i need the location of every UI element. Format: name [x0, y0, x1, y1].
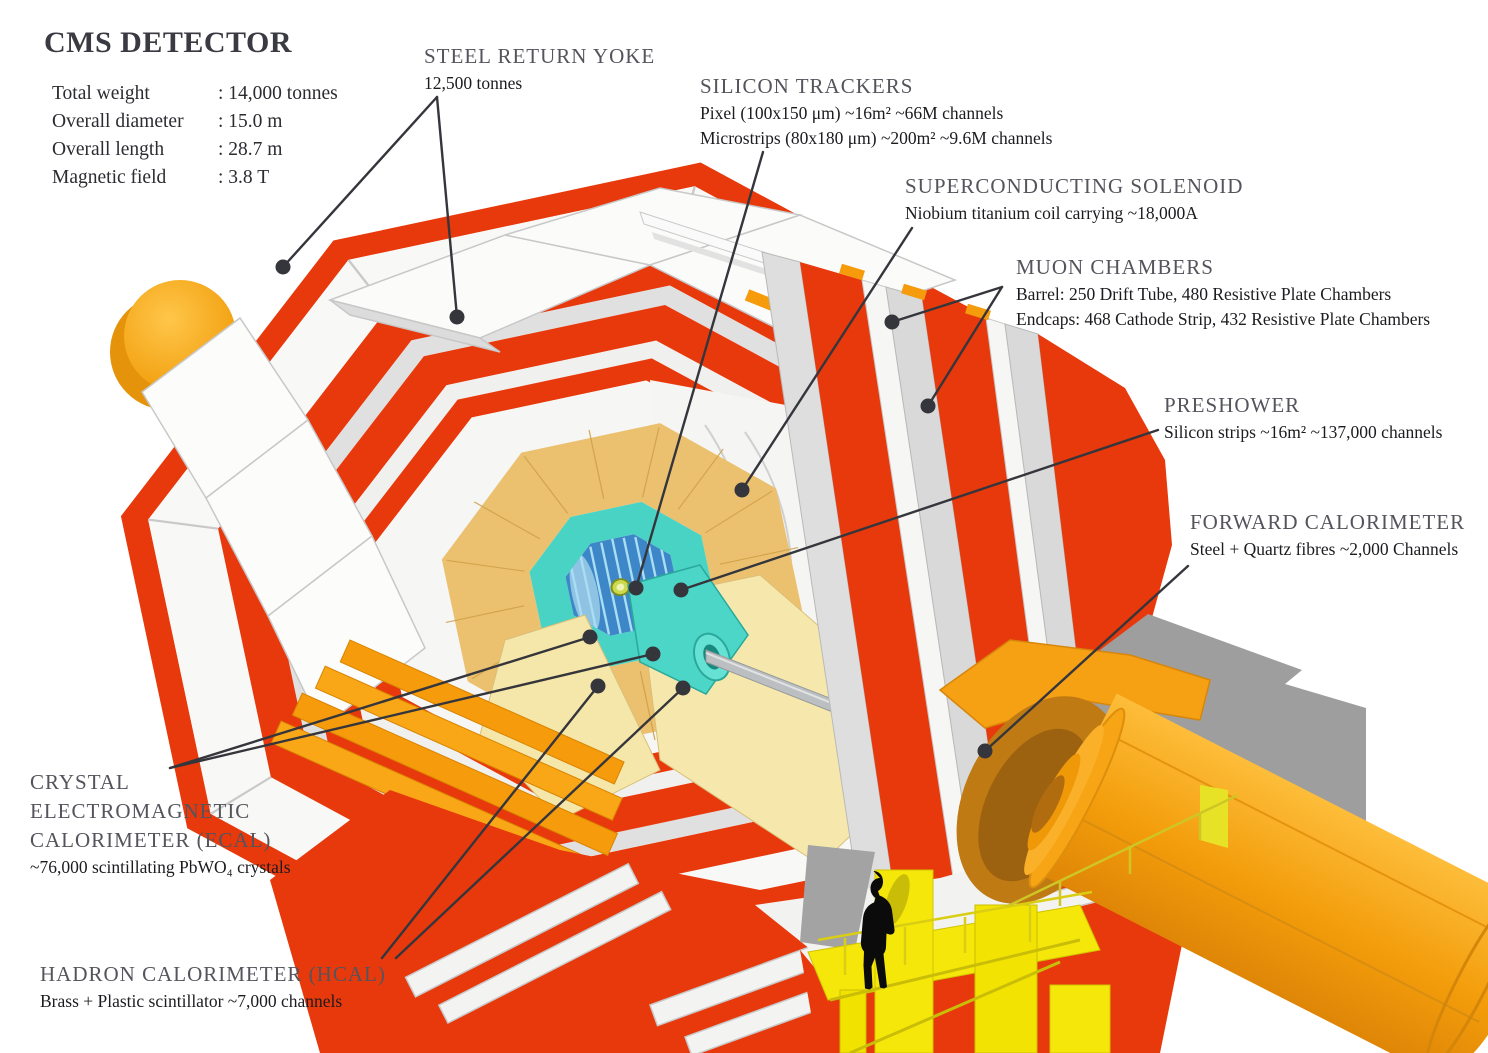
- leader-superconducting-solenoid: [740, 226, 914, 492]
- spec-row: Overall diameter: 15.0 m: [52, 111, 283, 132]
- label-hcal: HADRON CALORIMETER (HCAL) Brass + Plasti…: [40, 962, 386, 1011]
- muon-barrel-left-slabs: [141, 316, 426, 730]
- far-railing: [1007, 793, 1239, 908]
- beam-shield-tube: [1024, 693, 1488, 1053]
- spec-row: Magnetic field: 3.8 T: [52, 167, 270, 188]
- label-preshower: PRESHOWER Silicon strips ~16m² ~137,000 …: [1164, 393, 1443, 442]
- leader-lines: [168, 95, 1190, 960]
- diagram-title: CMS DETECTOR: [44, 26, 292, 59]
- leader-steel-return-yoke: [281, 95, 459, 319]
- leader-ecal: [168, 635, 655, 770]
- label-ecal: CRYSTAL ELECTROMAGNETIC CALORIMETER (ECA…: [30, 770, 291, 877]
- leader-silicon-trackers: [634, 150, 765, 590]
- forward-bracket: [938, 639, 1211, 729]
- label-silicon-trackers: SILICON TRACKERS Pixel (100x150 μm) ~16m…: [700, 74, 1053, 148]
- yellow-fin: [1200, 785, 1228, 848]
- leader-preshower: [679, 428, 1160, 592]
- forward-calorimeter-assembly: [938, 639, 1488, 1053]
- label-muon-chambers: MUON CHAMBERS Barrel: 250 Drift Tube, 48…: [1016, 255, 1431, 329]
- platform-braces: [829, 938, 1081, 1053]
- person-silhouette: [860, 871, 910, 990]
- label-forward-calorimeter: FORWARD CALORIMETER Steel + Quartz fibre…: [1190, 510, 1466, 559]
- spec-row: Total weight: 14,000 tonnes: [52, 83, 338, 104]
- access-platform: [800, 869, 1111, 1053]
- label-steel-return-yoke: STEEL RETURN YOKE 12,500 tonnes: [424, 44, 656, 93]
- spec-table: Total weight: 14,000 tonnes Overall diam…: [52, 80, 338, 192]
- leader-hcal: [380, 684, 685, 960]
- label-superconducting-solenoid: SUPERCONDUCTING SOLENOID Niobium titaniu…: [905, 174, 1244, 223]
- outer-endcap-disk: [988, 334, 1172, 856]
- spec-row: Overall length: 28.7 m: [52, 139, 283, 160]
- leader-muon-chambers: [890, 285, 1004, 408]
- leader-forward-calorimeter: [983, 564, 1190, 753]
- leader-dots: [275, 259, 993, 759]
